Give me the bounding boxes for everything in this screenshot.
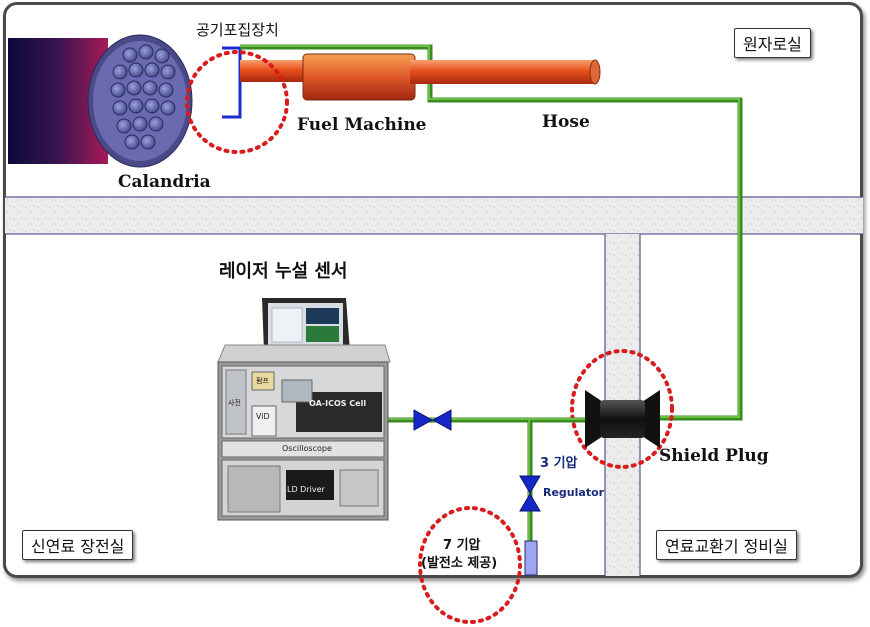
shield-plug — [585, 390, 660, 448]
instrument-tag-oscilloscope: Oscilloscope — [282, 444, 332, 453]
reactor-room-label: 원자로실 — [734, 28, 811, 58]
laser-line-valve — [413, 409, 452, 431]
shield-plug-label: Shield Plug — [659, 446, 769, 466]
instrument-rack — [217, 298, 391, 521]
air-trap-bracket — [222, 46, 242, 119]
fuel-maint-room-label: 연료교환기 정비실 — [656, 530, 797, 560]
calandria-tubes — [110, 44, 176, 150]
hose-label: Hose — [542, 112, 590, 132]
instrument-tag-vid: ViD — [256, 412, 270, 421]
horizontal-wall — [5, 196, 863, 235]
instrument-tag-left: 사전 — [228, 399, 241, 407]
green-pipe-upper — [240, 44, 743, 421]
air-trap-label: 공기포집장치 — [196, 21, 279, 39]
instrument-tag-oa-icos: OA-ICOS Cell — [309, 399, 367, 408]
pressure-7-label: 7 기압 — [443, 538, 481, 553]
regulator-valve — [519, 475, 541, 512]
green-pipe-lower — [386, 417, 585, 542]
calandria-label: Calandria — [118, 172, 211, 192]
gas-cylinder — [524, 540, 538, 576]
laser-sensor-label: 레이저 누설 센서 — [219, 261, 348, 282]
instrument-tag-pump: 펌프 — [256, 377, 269, 385]
fuel-machine-label: Fuel Machine — [297, 115, 427, 135]
highlight-circles — [185, 50, 674, 624]
regulator-label: Regulator — [543, 486, 605, 499]
pressure-3-label: 3 기압 — [540, 456, 578, 471]
plant-supplied-label: (발전소 제공) — [421, 556, 498, 571]
instrument-tag-ld-driver: LD Driver — [287, 485, 325, 494]
fuel-pipe — [240, 53, 601, 101]
new-fuel-room-label: 신연료 장전실 — [22, 530, 134, 560]
calandria — [8, 34, 193, 168]
